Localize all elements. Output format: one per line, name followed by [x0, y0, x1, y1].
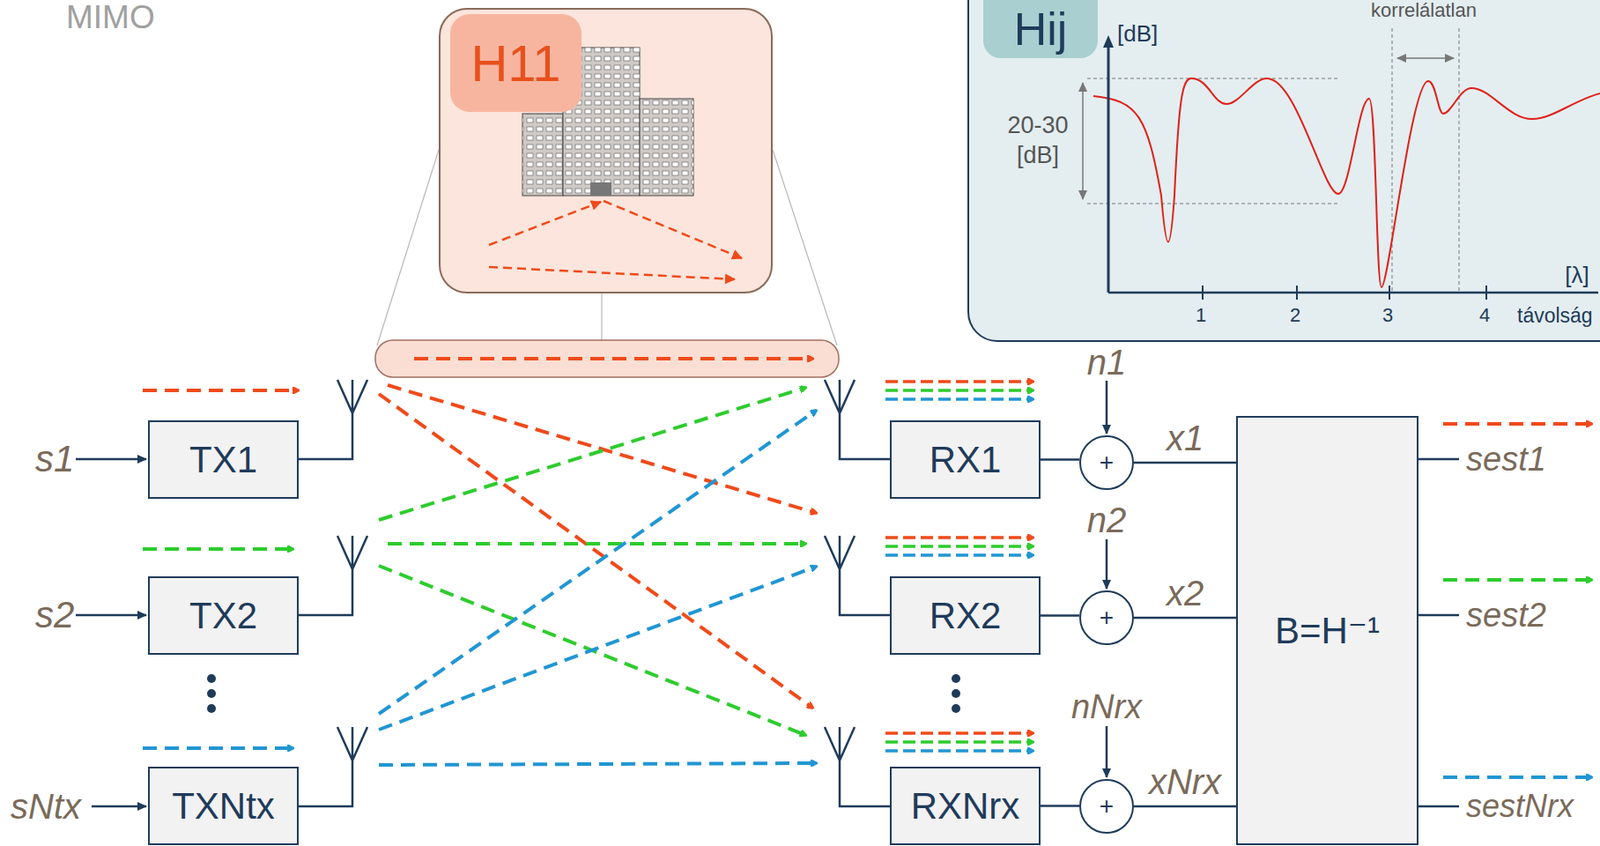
node-label: TX2	[189, 594, 258, 638]
noise-name: n1	[1087, 342, 1127, 383]
decoder-box: B=H⁻¹	[1236, 415, 1419, 845]
tick-label: 4	[1479, 303, 1490, 327]
estimate-name: sestNrx	[1466, 787, 1574, 825]
inset-tag: H11	[450, 14, 582, 112]
noise-name: nNrx	[1071, 688, 1142, 726]
receiver-box: RX2	[889, 576, 1041, 655]
connector	[1133, 616, 1237, 620]
antennas	[298, 379, 890, 807]
transmitter-box: TX1	[148, 420, 299, 499]
connector	[1040, 804, 1080, 808]
annotation: korrelálatlan	[1370, 0, 1477, 23]
estimate-name: sest2	[1466, 596, 1547, 635]
highlight-band	[375, 340, 839, 378]
node-label: TX1	[189, 438, 258, 482]
connector	[1040, 614, 1080, 617]
node-label: +	[1099, 603, 1114, 632]
estimate-name: sest1	[1466, 440, 1547, 479]
axis-unit: [dB]	[1117, 20, 1158, 48]
tick-label: 2	[1289, 303, 1301, 327]
node-label: RX2	[929, 594, 1002, 638]
ellipsis-dots	[207, 674, 961, 713]
edge-label: x2	[1166, 575, 1204, 611]
fading-panel: Hij	[967, 0, 1600, 342]
noise-name: n2	[1087, 500, 1127, 541]
tick-label: 1	[1195, 303, 1207, 327]
connector	[1040, 458, 1080, 461]
axis-unit: [λ]	[1564, 261, 1589, 289]
node-label: +	[1099, 448, 1114, 477]
node-label: TXNtx	[171, 785, 275, 828]
node-label: RXNrx	[911, 785, 1021, 828]
adder-circle: +	[1079, 778, 1134, 834]
node-label: B=H⁻¹	[1274, 608, 1380, 652]
connector	[1133, 461, 1237, 465]
signal-name: s1	[35, 437, 75, 481]
node-label: +	[1099, 792, 1114, 821]
edge-label: xNrx	[1148, 763, 1222, 800]
receiver-box: RX1	[889, 420, 1041, 499]
edge-label: x1	[1166, 420, 1204, 456]
channel-paths	[378, 358, 816, 765]
signal-name: sNtx	[10, 786, 82, 827]
channel-inset: H11	[438, 7, 773, 294]
dimension-label: 20-30 [dB]	[1003, 111, 1073, 171]
transmitter-box: TXNtx	[148, 766, 299, 845]
tick-label: 3	[1382, 303, 1393, 327]
signal-name: s2	[35, 593, 75, 637]
inset-tag: Hij	[983, 0, 1098, 59]
page-title: MIMO	[66, 0, 156, 37]
transmitter-box: TX2	[148, 576, 299, 655]
axis-title: távolság	[1517, 303, 1593, 328]
receiver-box: RXNrx	[889, 766, 1041, 845]
connector	[1133, 805, 1237, 808]
adder-circle: +	[1079, 590, 1134, 645]
node-label: RX1	[929, 438, 1002, 482]
adder-circle: +	[1079, 435, 1134, 490]
